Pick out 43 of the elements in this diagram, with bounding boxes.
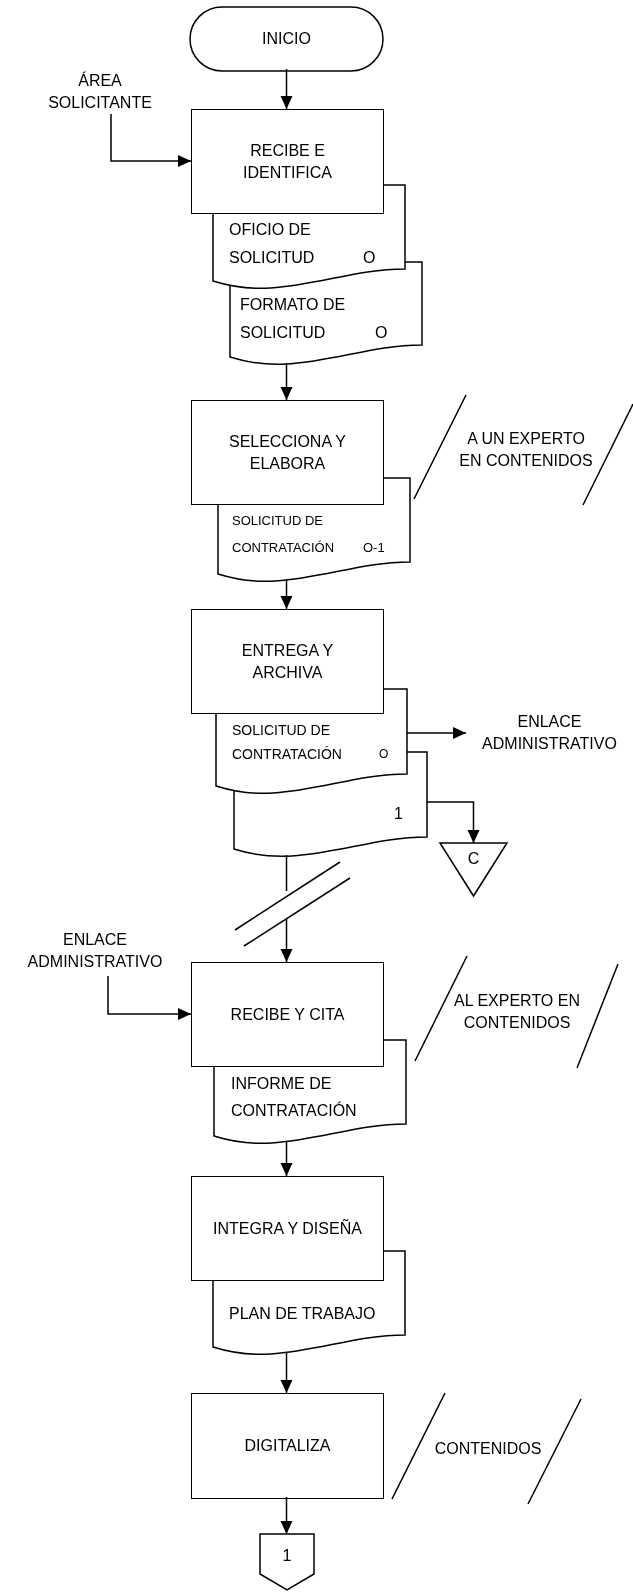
arrow [110, 113, 192, 167]
process-box [191, 1176, 384, 1281]
arrow [406, 727, 467, 739]
document-label: PLAN DE TRABAJO [229, 1304, 377, 1324]
file-label: C [467, 848, 480, 869]
step-label: DIGITALIZA [244, 1436, 331, 1456]
actor-label: ÁREA SOLICITANTE [47, 70, 153, 113]
step-label: RECIBE Y CITA [230, 1004, 345, 1025]
document-label: 1 [394, 804, 404, 824]
document-label: OFICIO DE SOLICITUD [229, 220, 316, 268]
arrow [280, 1496, 293, 1535]
arrow [280, 1141, 293, 1177]
process-box [191, 109, 384, 214]
arrow [280, 854, 293, 963]
step-label: ENTREGA Y ARCHIVA [240, 640, 335, 683]
connector-label: 1 [282, 1546, 292, 1566]
step-label: INTEGRA Y DISEÑA [213, 1218, 362, 1239]
annotation-label: AL EXPERTO EN CONTENIDOS [453, 991, 581, 1033]
document-label: SOLICITUD DE CONTRATACIÓN [232, 512, 336, 557]
document-label: SOLICITUD DE CONTRATACIÓN [232, 721, 343, 764]
arrow [280, 579, 293, 610]
step-label: SELECCIONA Y ELABORA [227, 431, 348, 474]
arrow [107, 975, 192, 1020]
annotation-label: A UN EXPERTO EN CONTENIDOS [458, 429, 594, 471]
document-label: FORMATO DE SOLICITUD [240, 295, 347, 343]
arrow [280, 362, 293, 401]
arrow [280, 68, 293, 110]
document-label: INFORME DE CONTRATACIÓN [231, 1074, 358, 1121]
process-box [191, 962, 384, 1067]
actor-label: ENLACE ADMINISTRATIVO [26, 930, 164, 972]
terminal-label: INICIO [262, 29, 311, 49]
process-box [191, 609, 384, 714]
copy-mark: O-1 [363, 539, 385, 557]
arrow [280, 1352, 293, 1394]
process-box [191, 1393, 384, 1499]
copy-mark: O [375, 323, 388, 343]
arrow [426, 801, 480, 844]
process-box [191, 400, 384, 505]
copy-mark: O [379, 746, 389, 763]
copy-mark: O [363, 248, 376, 268]
annotation-label: CONTENIDOS [434, 1438, 542, 1459]
step-label: RECIBE E IDENTIFICA [242, 140, 333, 183]
actor-label: ENLACE ADMINISTRATIVO [481, 712, 618, 754]
